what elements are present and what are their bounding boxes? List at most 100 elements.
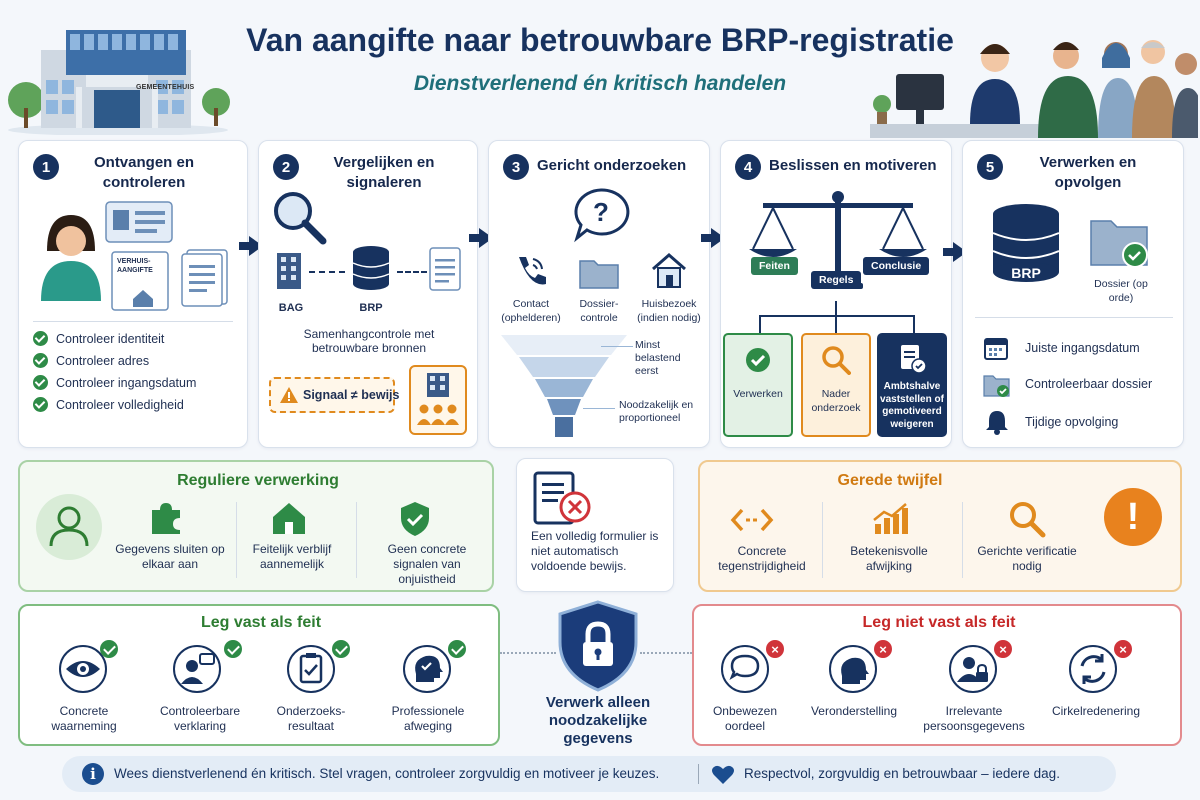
circular-arrows-icon bbox=[1069, 645, 1117, 693]
step-3-card: 3 Gericht onderzoeken ? Contact (ophelde… bbox=[488, 140, 710, 448]
heart-icon bbox=[712, 765, 734, 784]
check-item: Controleer volledigheid bbox=[33, 397, 184, 412]
step-2-title: Vergelijken en signaleren bbox=[333, 154, 435, 191]
form-label: VERHUIS-AANGIFTE bbox=[117, 258, 153, 274]
shield-lock-icon bbox=[558, 600, 638, 692]
step-1-card: 1 Ontvangen en controleren VERHUIS-AANGI… bbox=[18, 140, 248, 448]
source-check-caption: Samenhangcontrole met betrouwbare bronne… bbox=[303, 327, 435, 355]
funnel-top-label: Minst belastend eerst bbox=[635, 339, 681, 377]
head-icon bbox=[829, 645, 877, 693]
fact-item: Professionele afweging bbox=[391, 704, 465, 733]
town-hall-illustration bbox=[8, 30, 230, 135]
regular-item: Feitelijk verblijf aannemelijk bbox=[252, 542, 332, 571]
rejected-icon: × bbox=[1114, 640, 1132, 658]
dossier-label: Dossier (op orde) bbox=[1094, 278, 1148, 304]
residents-icon bbox=[417, 373, 459, 425]
funnel-bottom-line bbox=[583, 408, 615, 409]
outcome-label: Ambtshalve vaststellen of gemotiveerd we… bbox=[880, 381, 944, 430]
do-not-record-panel: Leg niet vast als feit × Onbewezen oorde… bbox=[692, 604, 1182, 746]
brp-label: BRP bbox=[359, 302, 383, 314]
doubt-item: Gerichte verificatie nodig bbox=[977, 544, 1077, 573]
connector bbox=[500, 652, 556, 654]
thought-bubble-icon bbox=[721, 645, 769, 693]
calendar-icon bbox=[984, 338, 1008, 360]
divider bbox=[975, 317, 1173, 318]
database-icon bbox=[352, 246, 390, 290]
divider bbox=[698, 764, 699, 784]
database-icon bbox=[992, 204, 1060, 282]
info-icon: i bbox=[82, 763, 104, 785]
regular-item: Gegevens sluiten op elkaar aan bbox=[115, 542, 225, 571]
check-icon bbox=[33, 353, 48, 368]
conclusion-tag: Conclusie bbox=[863, 257, 930, 275]
folder-icon bbox=[579, 260, 619, 289]
folder-check-icon bbox=[983, 375, 1010, 397]
clipboard-icon bbox=[287, 645, 335, 693]
bell-icon bbox=[986, 411, 1008, 435]
outcome-label: Verwerken bbox=[733, 388, 783, 400]
nofact-item: Onbewezen oordeel bbox=[712, 704, 778, 733]
page-subtitle: Dienstverlenend én kritisch handelen bbox=[413, 72, 787, 95]
branch-line bbox=[835, 301, 837, 315]
follow-up-item: Juiste ingangsdatum bbox=[1025, 341, 1140, 355]
alert-icon: ! bbox=[1104, 488, 1162, 546]
connector bbox=[397, 271, 427, 273]
eye-icon bbox=[59, 645, 107, 693]
step-4-title: Beslissen en motiveren bbox=[769, 157, 937, 174]
speaking-person-icon bbox=[173, 645, 221, 693]
regular-processing-panel: Reguliere verwerking Gegevens sluiten op… bbox=[18, 460, 494, 592]
doubt-title: Gerede twijfel bbox=[837, 472, 943, 489]
approved-icon bbox=[100, 640, 118, 658]
step-3-number: 3 bbox=[503, 154, 529, 180]
divider bbox=[236, 502, 237, 578]
check-icon bbox=[33, 397, 48, 412]
step-5-number: 5 bbox=[977, 154, 1003, 180]
check-icon bbox=[33, 375, 48, 390]
document-icon bbox=[181, 249, 228, 307]
step-1-title: Ontvangen en controleren bbox=[93, 154, 194, 191]
magnifier-icon bbox=[822, 346, 851, 375]
method-label: Dossier-controle bbox=[579, 298, 619, 324]
footer-bar bbox=[62, 756, 1116, 792]
check-item: Controleer adres bbox=[33, 353, 149, 368]
step-3-title: Gericht onderzoeken bbox=[537, 157, 687, 174]
record-as-fact-panel: Leg vast als feit Concrete waarneming Co… bbox=[18, 604, 500, 746]
footer-message: Wees dienstverlenend én kritisch. Stel v… bbox=[114, 766, 660, 781]
nofact-item: Veronderstelling bbox=[810, 704, 898, 718]
rejected-icon: × bbox=[874, 640, 892, 658]
funnel-bottom-label: Noodzakelijk en proportioneel bbox=[619, 399, 694, 424]
folder-check-icon bbox=[1090, 220, 1148, 268]
connector bbox=[309, 271, 345, 273]
approved-icon bbox=[224, 640, 242, 658]
signal-label: Signaal ≠ bewijs bbox=[303, 388, 400, 402]
step-2-card: 2 Vergelijken en signaleren BAG BRP Same… bbox=[258, 140, 478, 448]
check-item: Controleer ingangsdatum bbox=[33, 375, 196, 390]
brp-db-label: BRP bbox=[1011, 265, 1041, 281]
funnel-icon bbox=[501, 335, 627, 437]
check-icon bbox=[746, 348, 770, 372]
method-label: Contact (ophelderen) bbox=[501, 298, 561, 324]
outcome-label: Nader onderzoek bbox=[811, 388, 861, 414]
branch-line bbox=[913, 315, 915, 333]
magnifier-icon bbox=[1010, 502, 1046, 538]
rejected-icon: × bbox=[766, 640, 784, 658]
form-icon bbox=[111, 251, 169, 311]
branch-line bbox=[759, 315, 761, 333]
follow-up-item: Tijdige opvolging bbox=[1025, 415, 1119, 429]
form-rejected-icon bbox=[533, 471, 591, 525]
warning-icon bbox=[280, 387, 298, 403]
step-4-number: 4 bbox=[735, 154, 761, 180]
person-icon bbox=[36, 494, 102, 560]
building-icon bbox=[277, 253, 301, 289]
check-label: Controleer adres bbox=[56, 353, 150, 368]
puzzle-icon bbox=[152, 503, 180, 534]
step-5-title: Verwerken en opvolgen bbox=[1039, 154, 1137, 191]
person-lock-icon bbox=[949, 645, 997, 693]
fact-title: Leg vast als feit bbox=[200, 614, 322, 631]
bag-label: BAG bbox=[278, 302, 304, 314]
step-1-number: 1 bbox=[33, 154, 59, 180]
document-check-icon bbox=[901, 345, 927, 374]
branch-line bbox=[759, 315, 915, 317]
regular-title: Reguliere verwerking bbox=[177, 472, 339, 489]
magnifier-icon bbox=[274, 192, 327, 245]
